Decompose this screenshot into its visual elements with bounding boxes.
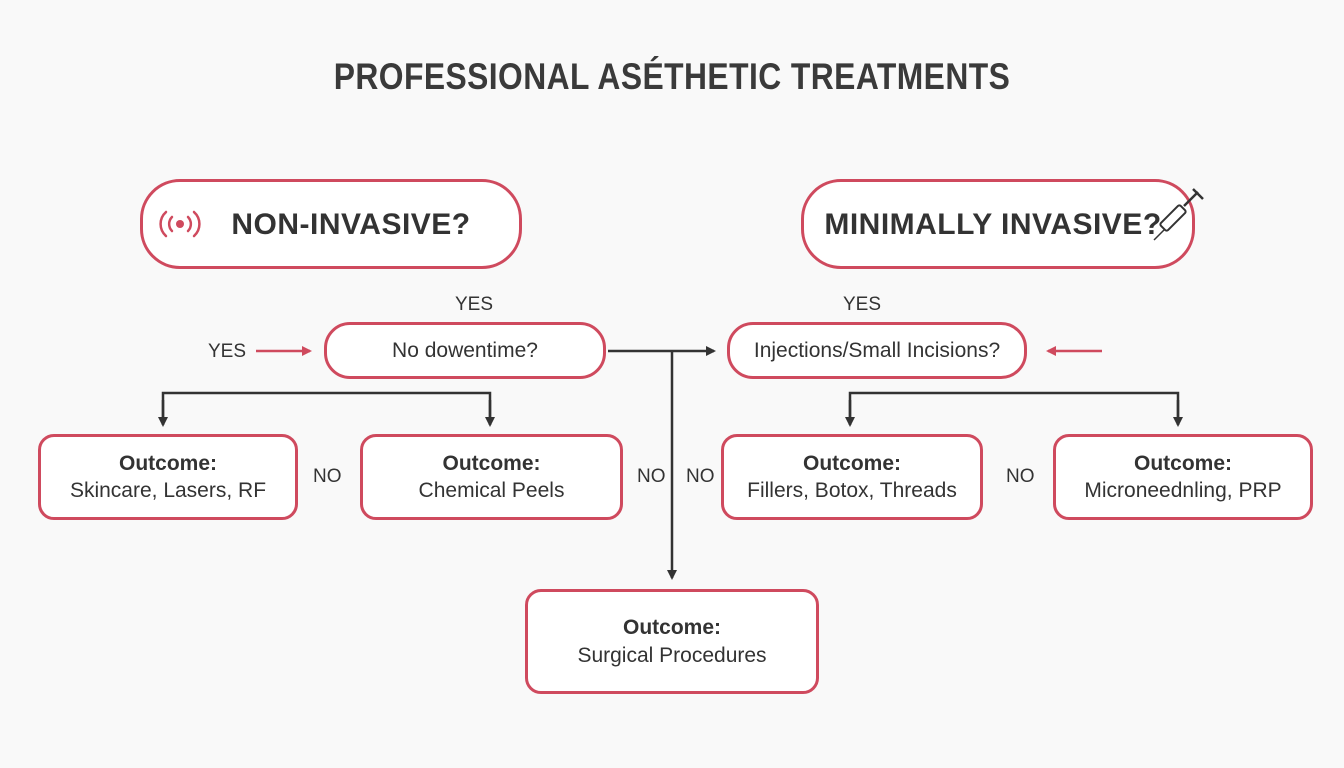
branch-left <box>161 391 492 418</box>
question-non-invasive-label: NON-INVASIVE? <box>231 207 471 241</box>
outcome-box: Outcome: Microneednling, PRP <box>1053 434 1313 520</box>
yes-label: YES <box>208 341 247 362</box>
no-label: NO <box>313 466 342 487</box>
yes-label: YES <box>455 294 494 315</box>
question-non-invasive: NON-INVASIVE? <box>140 179 522 269</box>
no-label: NO <box>686 466 715 487</box>
no-label: NO <box>637 466 666 487</box>
no-label: NO <box>1006 466 1035 487</box>
yes-label: YES <box>843 294 882 315</box>
question-no-downtime: No dowentime? <box>324 322 606 379</box>
diagram-title: PROFESSIONAL ASÉTHETIC TREATMENTS <box>333 56 1011 97</box>
outcome-box: Outcome: Skincare, Lasers, RF <box>38 434 298 520</box>
outcome-box: Outcome: Chemical Peels <box>360 434 623 520</box>
radio-waves-icon <box>159 210 201 238</box>
syringe-icon <box>1153 188 1204 241</box>
outcome-box-surgical: Outcome: Surgical Procedures <box>525 589 819 694</box>
question-minimally-invasive-label: MINIMALLY INVASIVE? <box>824 207 1162 241</box>
branch-right <box>848 391 1180 418</box>
question-injections: Injections/Small Incisions? <box>727 322 1027 379</box>
outcome-box: Outcome: Fillers, Botox, Threads <box>721 434 983 520</box>
question-minimally-invasive: MINIMALLY INVASIVE? <box>801 179 1195 269</box>
